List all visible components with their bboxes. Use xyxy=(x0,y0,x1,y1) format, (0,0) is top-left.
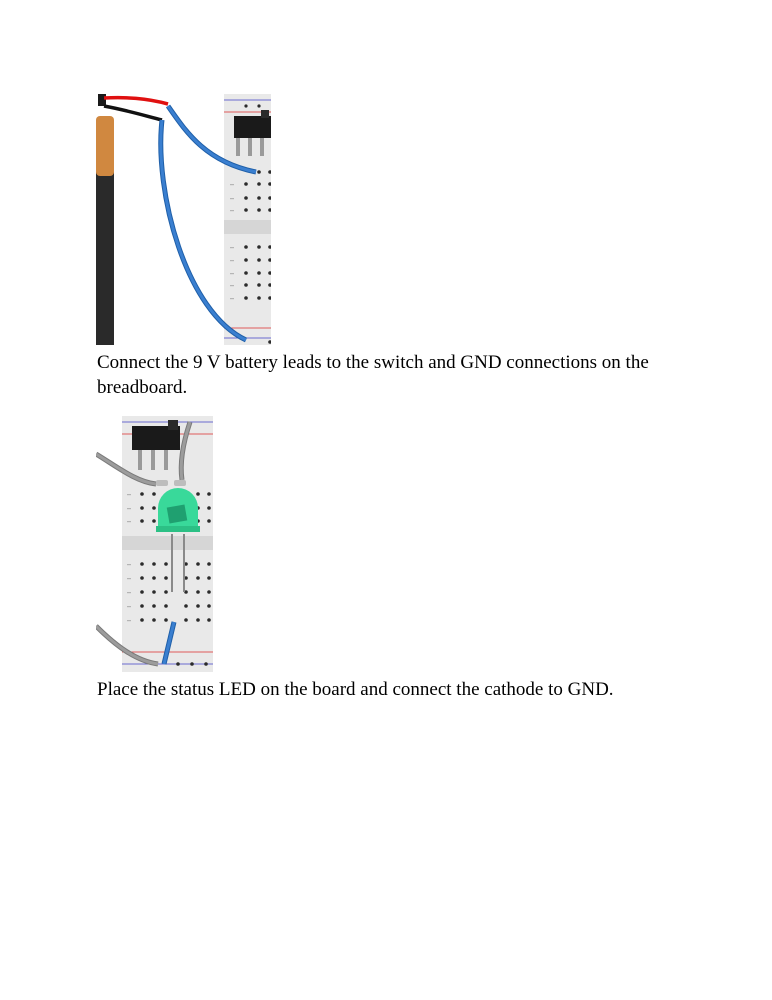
step-2-caption: Place the status LED on the board and co… xyxy=(97,679,614,700)
status-led xyxy=(156,488,200,592)
battery xyxy=(96,94,114,345)
led-breadboard-figure xyxy=(96,416,213,672)
step-1-caption: Connect the 9 V battery leads to the swi… xyxy=(97,352,649,398)
battery-breadboard-figure xyxy=(96,92,271,345)
slide-switch xyxy=(234,110,271,156)
slide-switch xyxy=(132,420,180,470)
